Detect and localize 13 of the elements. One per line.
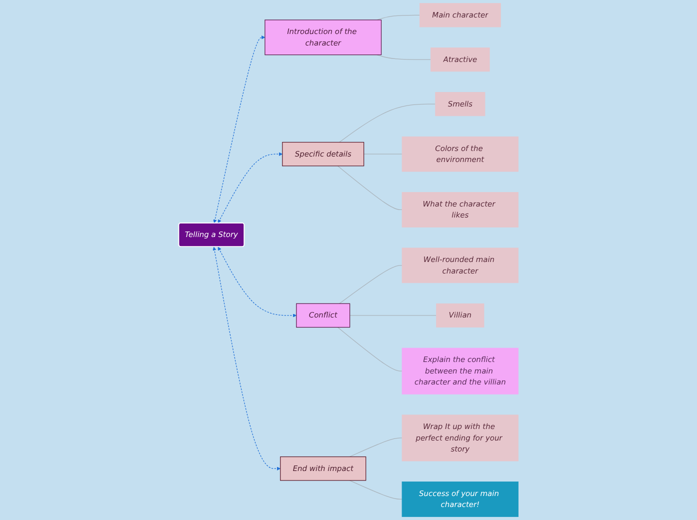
arrow — [218, 152, 283, 224]
connector — [376, 14, 420, 20]
connector — [349, 438, 402, 458]
connector — [376, 54, 432, 60]
connector — [337, 326, 402, 372]
connector — [339, 104, 436, 143]
connector — [349, 480, 402, 500]
arrow — [218, 246, 297, 318]
connector — [339, 265, 402, 304]
arrow — [213, 36, 266, 224]
connector — [350, 315, 437, 316]
arrow — [212, 246, 281, 470]
connector — [337, 166, 402, 210]
